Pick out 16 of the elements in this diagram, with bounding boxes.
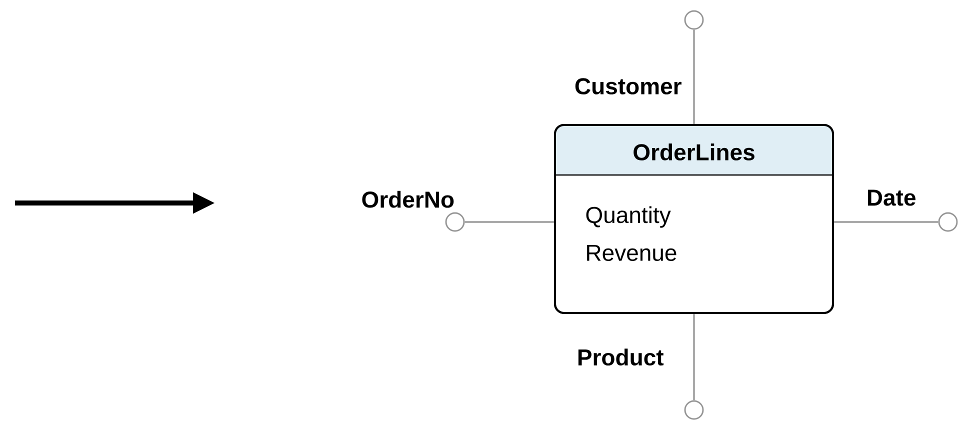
connector-circle xyxy=(684,10,704,30)
edge-label: OrderNo xyxy=(359,188,457,210)
attribute-text: Quantity xyxy=(586,206,671,228)
edge-label: Customer xyxy=(572,76,684,96)
table-header: OrderLines xyxy=(634,144,754,160)
connector-circle xyxy=(684,400,704,420)
connector-circle xyxy=(938,212,958,232)
attribute-text: Revenue xyxy=(587,244,676,262)
connector-circle xyxy=(445,212,465,232)
connector-line xyxy=(464,221,554,223)
edge-label: Date xyxy=(864,188,918,208)
connector-line xyxy=(693,314,695,400)
table-box xyxy=(554,124,834,314)
edge-label: Product xyxy=(574,346,666,368)
connector-line xyxy=(834,221,938,223)
connector-line xyxy=(693,30,695,124)
